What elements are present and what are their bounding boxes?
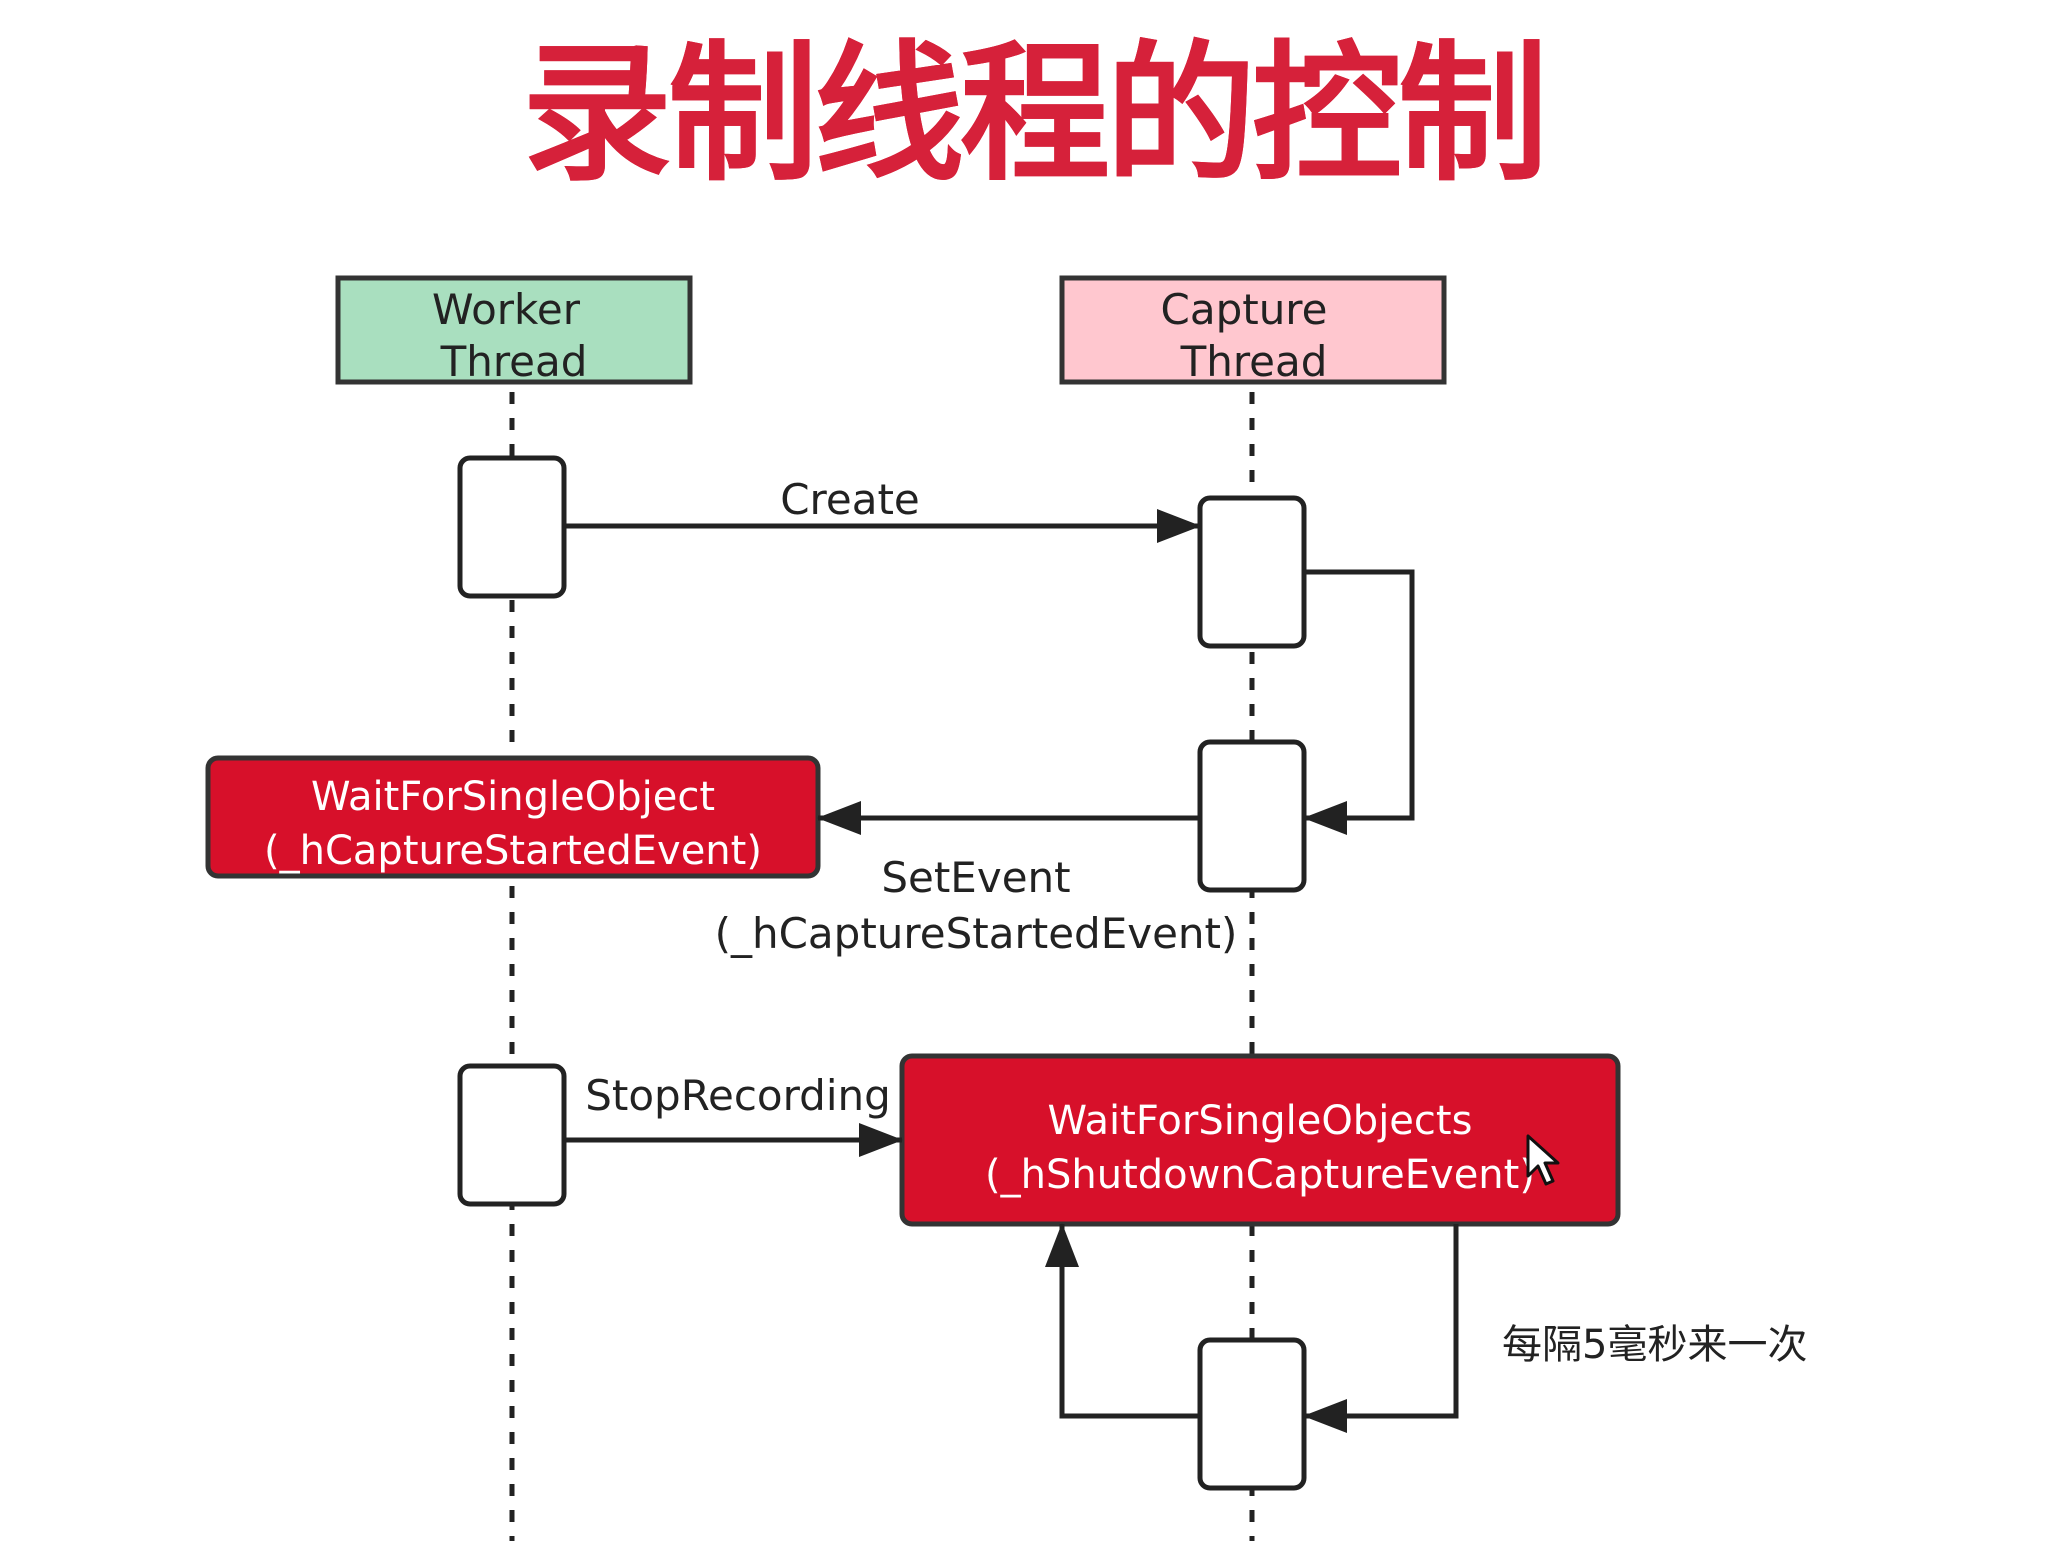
worker-header-line1: Worker: [432, 285, 581, 334]
worker-thread-header: Worker Thread: [335, 275, 693, 386]
create-label: Create: [780, 475, 920, 524]
capture-activation-start: [1197, 495, 1307, 649]
set-event-label-line2: (_hCaptureStartedEvent): [715, 909, 1238, 958]
capture-self-arrow: [1303, 569, 1415, 835]
wait-shutdown-line1: WaitForSingleObjects: [1048, 1098, 1473, 1144]
page-title: 录制线程的控制: [521, 28, 1548, 202]
stop-recording-label: StopRecording: [585, 1071, 891, 1120]
set-event-label-line1: SetEvent: [881, 853, 1070, 902]
capture-header-line2: Thread: [1180, 337, 1328, 386]
capture-thread-header: Capture Thread: [1059, 275, 1447, 386]
wait-shutdown-event-box: WaitForSingleObjects (_hShutdownCaptureE…: [899, 1053, 1621, 1227]
poll-loop-up-arrow: [1045, 1223, 1200, 1419]
wait-started-line1: WaitForSingleObject: [311, 774, 715, 820]
capture-activation-loop: [1197, 1337, 1307, 1491]
wait-shutdown-line2: (_hShutdownCaptureEvent): [985, 1152, 1535, 1198]
wait-started-event-box: WaitForSingleObject (_hCaptureStartedEve…: [205, 755, 821, 879]
poll-loop-down-arrow: [1303, 1224, 1459, 1433]
mouse-pointer-icon: [1526, 1134, 1560, 1186]
worker-header-line2: Thread: [440, 337, 588, 386]
capture-activation-set-event: [1197, 739, 1307, 893]
interval-note: 每隔5毫秒来一次: [1502, 1322, 1807, 1368]
wait-started-line2: (_hCaptureStartedEvent): [264, 828, 762, 874]
worker-activation-create: [457, 455, 567, 599]
worker-activation-stop: [457, 1063, 567, 1207]
capture-header-line1: Capture: [1161, 285, 1328, 334]
